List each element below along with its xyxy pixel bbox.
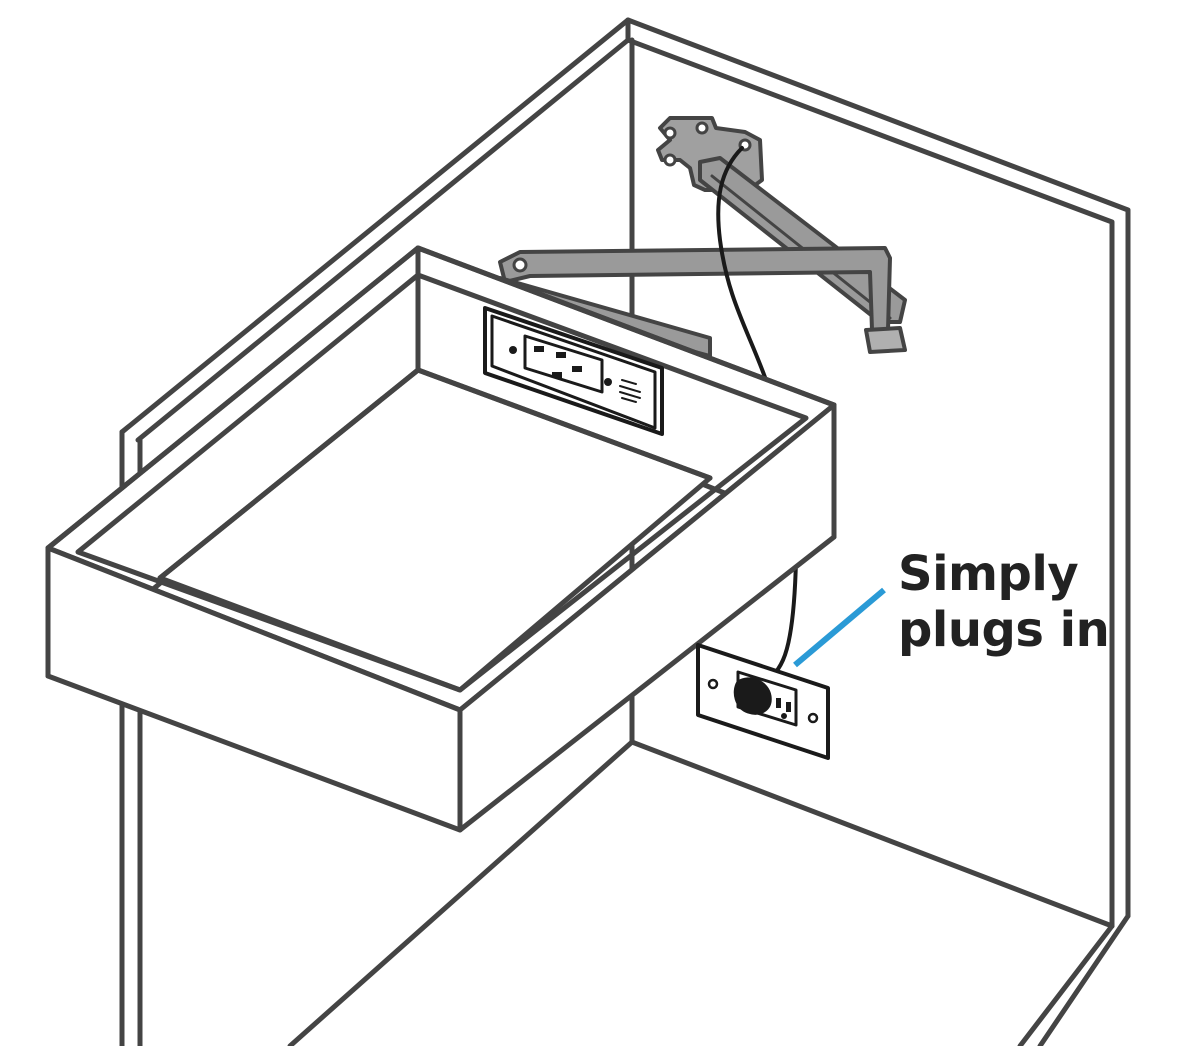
callout-leader-line xyxy=(795,590,884,665)
power-cord-plug xyxy=(735,679,770,713)
callout-label: Simply plugs in xyxy=(898,546,1109,658)
pull-down-drawer xyxy=(48,248,834,830)
callout-line-1: Simply xyxy=(898,546,1109,602)
callout-line-2: plugs in xyxy=(898,602,1109,658)
